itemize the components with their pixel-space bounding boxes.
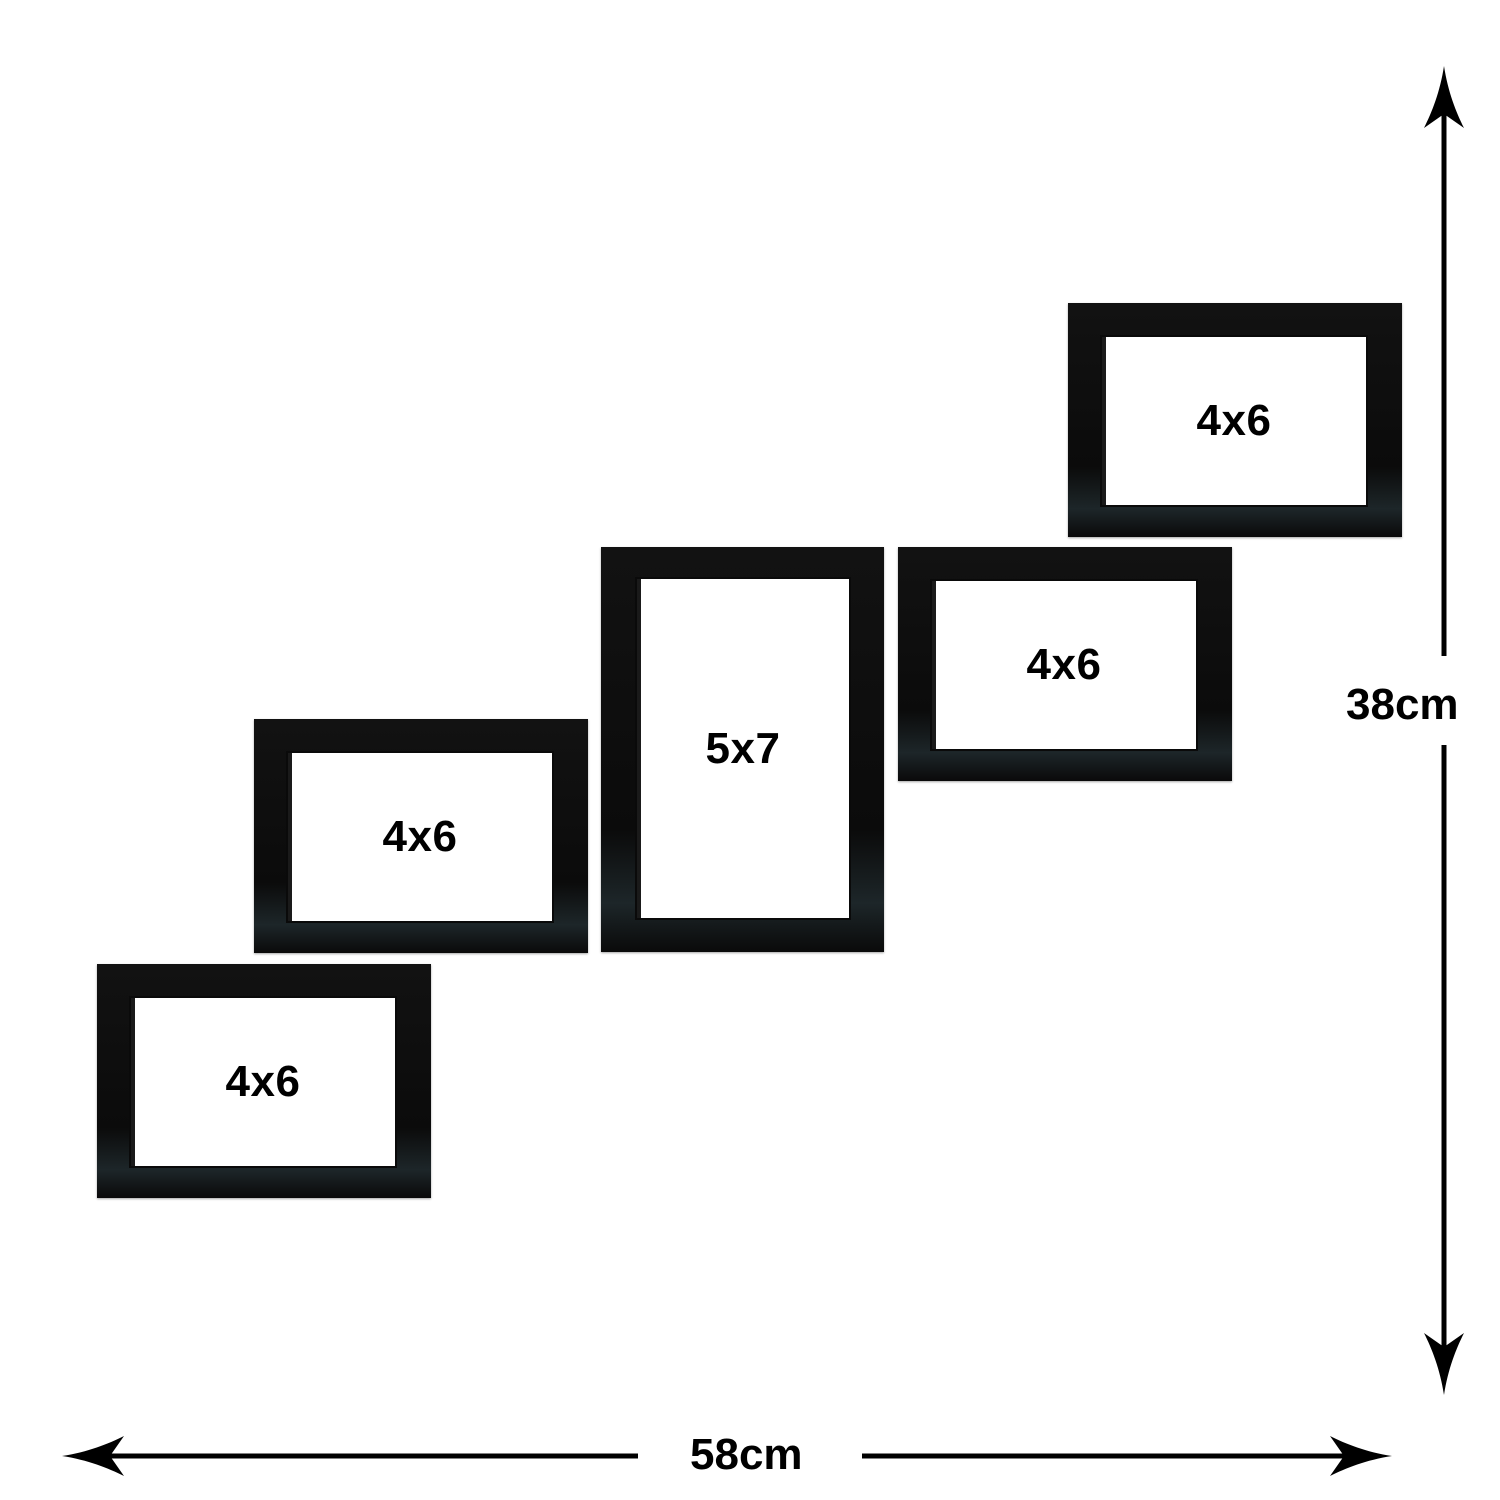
- height-dimension-label: 38cm: [1346, 680, 1459, 729]
- photo-opening: 4x6: [1100, 335, 1368, 507]
- arrowhead-left-icon: [62, 1436, 124, 1476]
- photo-frame-top-right: 4x6: [1068, 303, 1402, 537]
- height-dimension-arrow: [1424, 66, 1464, 1395]
- photo-frame-center-portrait: 5x7: [601, 547, 884, 952]
- photo-frame-middle-right: 4x6: [898, 547, 1232, 781]
- photo-frame-bottom-left: 4x6: [97, 964, 431, 1198]
- frame-size-label: 4x6: [225, 1057, 301, 1106]
- photo-opening: 5x7: [635, 577, 851, 920]
- arrowhead-down-icon: [1424, 1333, 1464, 1395]
- arrowhead-up-icon: [1424, 66, 1464, 128]
- photo-opening: 4x6: [930, 579, 1198, 751]
- arrowhead-right-icon: [1330, 1436, 1392, 1476]
- frame-size-label: 4x6: [382, 812, 458, 861]
- width-dimension-label: 58cm: [690, 1430, 803, 1479]
- photo-opening: 4x6: [129, 996, 397, 1168]
- photo-frame-middle-left: 4x6: [254, 719, 588, 953]
- frame-size-label: 5x7: [705, 723, 781, 773]
- photo-opening: 4x6: [286, 751, 554, 923]
- frame-size-label: 4x6: [1196, 396, 1272, 445]
- frame-size-label: 4x6: [1026, 640, 1102, 689]
